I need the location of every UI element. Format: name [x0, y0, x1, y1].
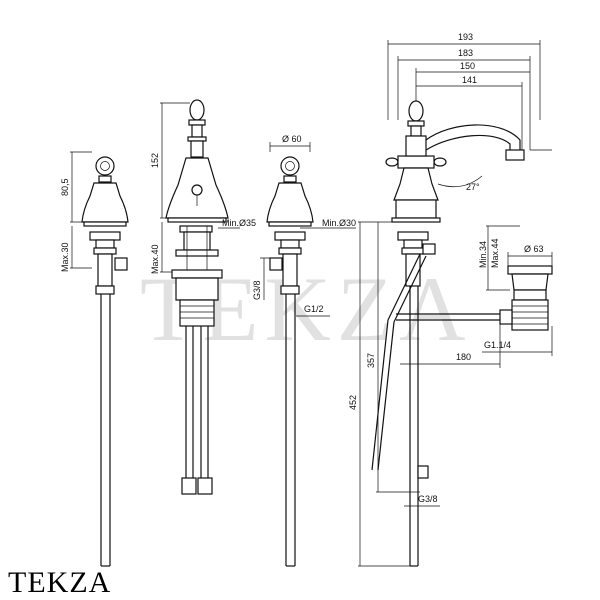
dim-max-44: Max.44	[490, 238, 500, 268]
dim-193: 193	[458, 32, 473, 42]
dim-183: 183	[458, 48, 473, 58]
front-view-2: Ø 60 Min.Ø30 G3/8 G1/2	[252, 134, 356, 567]
dim-150: 150	[460, 61, 475, 71]
front-view: 80,5 Max.30	[60, 151, 129, 567]
dim-452: 452	[348, 395, 358, 410]
waste-detail: Ø 63 Min.34 Max.44 G1.1/4	[478, 225, 553, 356]
dim-min-34: Min.34	[478, 241, 488, 268]
dim-g1-1-4: G1.1/4	[484, 340, 511, 350]
brand-logo: TEKZA	[8, 566, 112, 599]
dim-141: 141	[462, 75, 477, 85]
dim-min-30: Min.Ø30	[322, 218, 356, 228]
dim-dia-63: Ø 63	[524, 244, 544, 254]
side-view-main: 193 183 150 141 27°	[348, 32, 552, 567]
dim-80-5: 80,5	[60, 178, 70, 196]
side-view: 152 Max.40 Min.Ø35	[150, 99, 256, 495]
dim-dia-60: Ø 60	[282, 134, 302, 144]
dim-max-40: Max.40	[150, 244, 160, 274]
dim-max-30: Max.30	[60, 242, 70, 272]
dim-g3-8-side: G3/8	[252, 280, 262, 300]
dim-angle-27: 27°	[466, 182, 480, 192]
dim-357: 357	[366, 353, 376, 368]
dim-min-35: Min.Ø35	[222, 218, 256, 228]
dim-g1-2: G1/2	[304, 304, 324, 314]
dim-152: 152	[150, 153, 160, 168]
dim-180: 180	[456, 352, 471, 362]
dim-g3-8-bottom: G3/8	[418, 494, 438, 504]
